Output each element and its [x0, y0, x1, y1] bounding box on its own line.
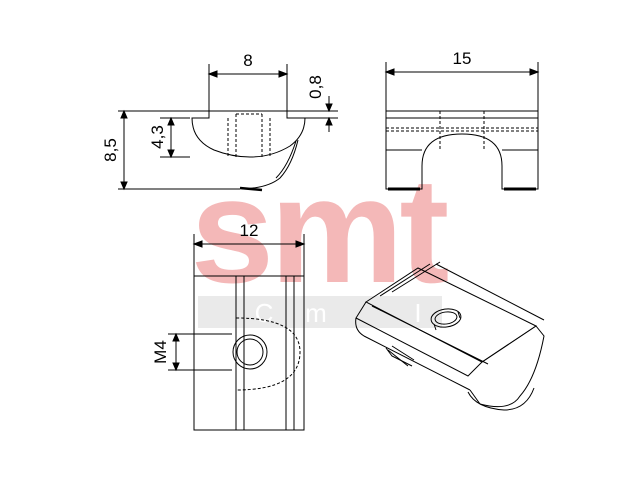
- front-view-spring: [241, 139, 299, 190]
- label-side-length: 15: [453, 49, 472, 68]
- isometric-spring: [387, 345, 535, 411]
- front-view: [118, 64, 338, 192]
- label-lip-thickness: 0,8: [306, 75, 325, 99]
- front-view-extension-lines: [118, 64, 338, 190]
- watermark: smt C m I: [191, 146, 452, 328]
- isometric-front-face: [355, 301, 483, 377]
- watermark-brand: smt: [191, 146, 449, 314]
- plan-view: [168, 234, 306, 431]
- plan-view-thread-hole: [232, 334, 268, 370]
- side-view-hidden-lines: [386, 111, 538, 150]
- front-view-hidden-lines: [227, 113, 271, 157]
- isometric-thread-hole: [430, 308, 462, 328]
- plan-view-outline: [193, 275, 305, 431]
- label-head-height: 4,3: [148, 125, 167, 149]
- label-total-height: 8,5: [101, 138, 120, 162]
- side-view-outline: [385, 110, 539, 190]
- side-view: [384, 62, 540, 191]
- front-view-outline: [191, 110, 306, 158]
- label-thread: M4: [151, 340, 170, 364]
- isometric-view: [355, 261, 545, 411]
- plan-view-hidden-lines: [235, 317, 301, 391]
- watermark-band: [198, 296, 442, 328]
- label-plan-width: 12: [240, 221, 259, 240]
- label-top-width: 8: [243, 51, 252, 70]
- watermark-sub-mid: m: [305, 298, 327, 328]
- watermark-sub-left: C: [255, 298, 274, 328]
- watermark-sub-right: I: [414, 298, 421, 328]
